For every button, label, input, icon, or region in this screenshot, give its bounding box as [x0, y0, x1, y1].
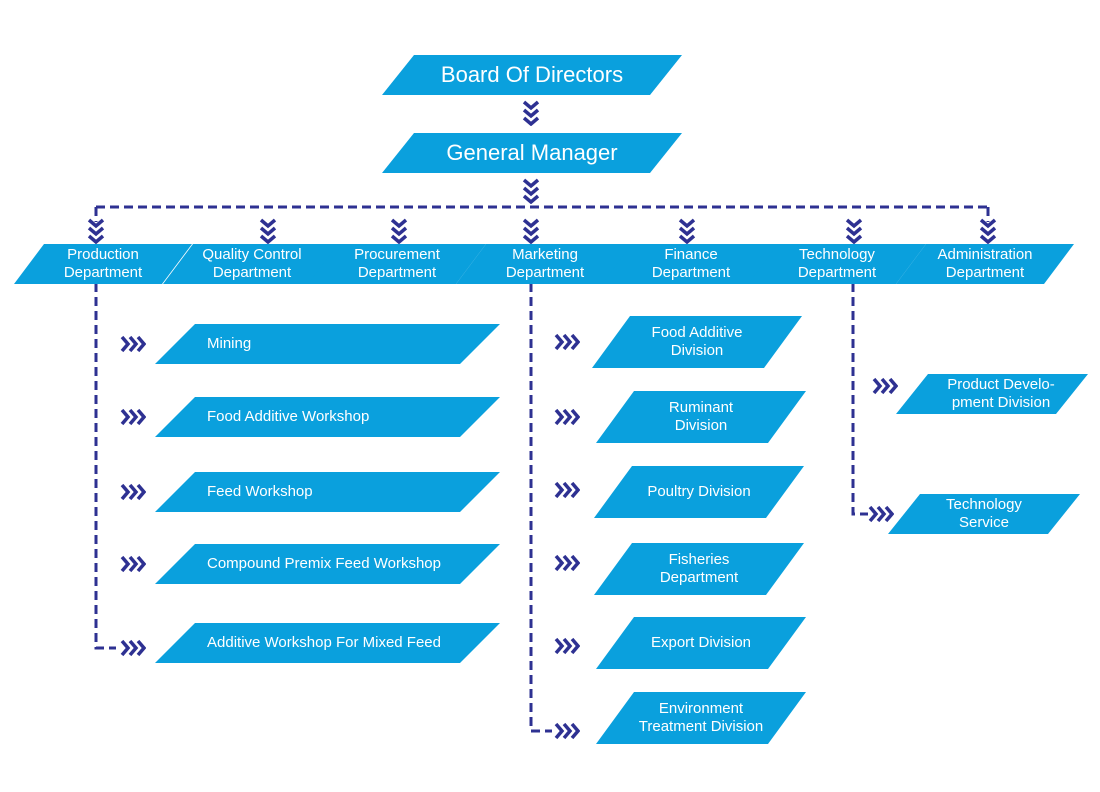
parallelogram-shape — [888, 494, 1080, 534]
production-spine — [94, 283, 116, 650]
parallelogram-shape — [602, 244, 780, 284]
parallelogram-shape — [596, 617, 806, 669]
chevron-down-icon — [87, 218, 105, 244]
unit-mining-label: Mining — [207, 335, 252, 352]
parallelogram-shape — [382, 133, 682, 173]
unit-additive-workshop-mixed-feed[interactable]: Additive Workshop For Mixed Feed — [155, 623, 500, 663]
unit-fisheries-department-label: Fisheries Department — [659, 551, 739, 586]
chevron-down-icon — [259, 218, 277, 244]
unit-product-development-division-label: Product Develo- pment Division — [947, 376, 1055, 411]
chevron-down-icon — [979, 218, 997, 244]
unit-environment-treatment-division-label: Environment Treatment Division — [638, 700, 764, 735]
unit-environment-treatment-division[interactable]: Environment Treatment Division — [596, 692, 806, 744]
unit-additive-workshop-mixed-feed-label: Additive Workshop For Mixed Feed — [207, 634, 441, 651]
unit-ruminant-division[interactable]: Ruminant Division — [596, 391, 806, 443]
dept-quality-control[interactable]: Quality Control Department — [163, 244, 341, 284]
unit-technology-service-label: Technology Service — [946, 496, 1022, 531]
chevron-right-icon — [120, 483, 146, 501]
unit-export-division[interactable]: Export Division — [596, 617, 806, 669]
dept-production[interactable]: Production Department — [14, 244, 192, 284]
chevron-right-icon — [554, 333, 580, 351]
unit-food-additive-division-label: Food Additive Division — [651, 324, 743, 359]
dept-procurement-label: Procurement Department — [354, 246, 440, 281]
unit-feed-workshop-label: Feed Workshop — [207, 483, 313, 500]
unit-ruminant-division-label: Ruminant Division — [668, 399, 734, 434]
dept-technology[interactable]: Technology Department — [748, 244, 926, 284]
chevron-right-icon — [872, 377, 898, 395]
parallelogram-shape — [155, 623, 500, 663]
dept-marketing[interactable]: Marketing Department — [456, 244, 634, 284]
chevron-right-icon — [554, 722, 580, 740]
chevron-right-icon — [554, 408, 580, 426]
marketing-spine — [529, 283, 552, 733]
parallelogram-shape — [596, 391, 806, 443]
unit-compound-premix[interactable]: Compound Premix Feed Workshop — [155, 544, 500, 584]
unit-food-additive-workshop-label: Food Additive Workshop — [207, 408, 370, 425]
chevron-right-icon — [868, 505, 894, 523]
parallelogram-shape — [596, 692, 806, 744]
parallelogram-shape — [748, 244, 926, 284]
parallelogram-shape — [594, 466, 804, 518]
unit-export-division-label: Export Division — [650, 634, 752, 651]
unit-fisheries-department[interactable]: Fisheries Department — [594, 543, 804, 595]
parallelogram-shape — [308, 244, 486, 284]
chevron-down-icon — [522, 100, 540, 126]
chevron-right-icon — [120, 408, 146, 426]
unit-poultry-division-label: Poultry Division — [647, 483, 751, 500]
parallelogram-shape — [155, 544, 500, 584]
chevron-right-icon — [120, 555, 146, 573]
board-of-directors-box[interactable]: Board Of Directors — [382, 55, 682, 95]
chevron-right-icon — [554, 637, 580, 655]
chevron-right-icon — [120, 639, 146, 657]
parallelogram-shape — [594, 543, 804, 595]
parallelogram-shape — [382, 55, 682, 95]
general-manager-label: General Manager — [446, 140, 618, 165]
parallelogram-shape — [155, 324, 500, 364]
chevron-right-icon — [554, 554, 580, 572]
dept-procurement[interactable]: Procurement Department — [308, 244, 486, 284]
unit-food-additive-division[interactable]: Food Additive Division — [592, 316, 802, 368]
chevron-down-icon — [678, 218, 696, 244]
dept-finance-label: Finance Department — [651, 246, 731, 281]
unit-technology-service[interactable]: Technology Service — [888, 494, 1080, 534]
unit-product-development-division[interactable]: Product Develo- pment Division — [896, 374, 1088, 414]
dept-administration[interactable]: Administration Department — [896, 244, 1074, 284]
parallelogram-shape — [155, 397, 500, 437]
unit-feed-workshop[interactable]: Feed Workshop — [155, 472, 500, 512]
unit-food-additive-workshop[interactable]: Food Additive Workshop — [155, 397, 500, 437]
chevron-right-icon — [554, 481, 580, 499]
chevron-down-icon — [845, 218, 863, 244]
parallelogram-shape — [14, 244, 192, 284]
unit-mining[interactable]: Mining — [155, 324, 500, 364]
chevron-down-icon — [522, 178, 540, 204]
parallelogram-shape — [896, 244, 1074, 284]
dept-marketing-label: Marketing Department — [505, 246, 585, 281]
chevron-down-icon — [522, 218, 540, 244]
parallelogram-shape — [456, 244, 634, 284]
parallelogram-shape — [592, 316, 802, 368]
parallelogram-shape — [163, 244, 341, 284]
dept-finance[interactable]: Finance Department — [602, 244, 780, 284]
technology-spine — [851, 283, 868, 516]
board-of-directors-label: Board Of Directors — [440, 62, 624, 87]
unit-compound-premix-label: Compound Premix Feed Workshop — [207, 555, 441, 572]
parallelogram-shape — [155, 472, 500, 512]
chevron-down-icon — [390, 218, 408, 244]
parallelogram-shape — [896, 374, 1088, 414]
unit-poultry-division[interactable]: Poultry Division — [594, 466, 804, 518]
dept-technology-label: Technology Department — [797, 246, 877, 281]
dept-quality-control-label: Quality Control Department — [202, 246, 302, 281]
general-manager-box[interactable]: General Manager — [382, 133, 682, 173]
chevron-right-icon — [120, 335, 146, 353]
dept-administration-label: Administration Department — [937, 246, 1033, 281]
dept-production-label: Production Department — [63, 246, 143, 281]
